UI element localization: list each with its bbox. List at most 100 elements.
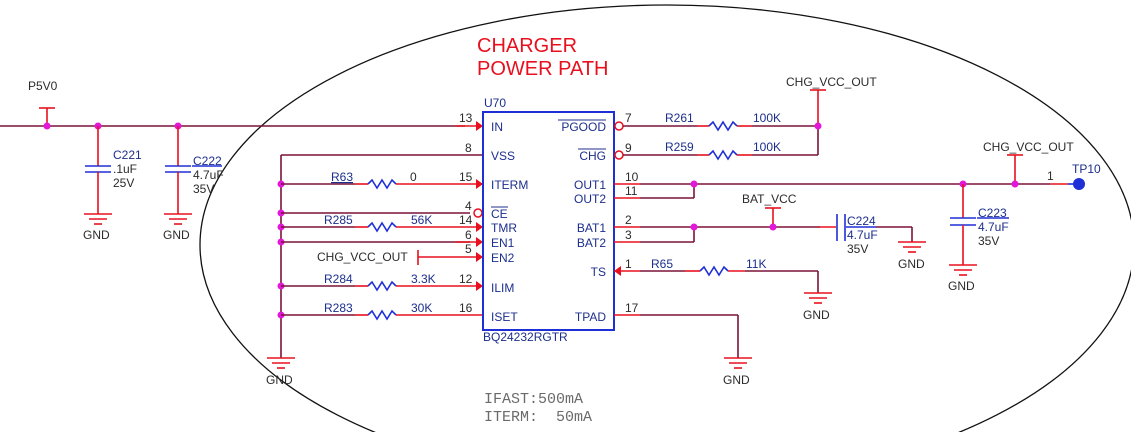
r283-ref: R283 <box>324 301 353 315</box>
pin-name-pgood: PGOOD <box>561 120 606 134</box>
pin-name-iterm: ITERM <box>491 178 528 192</box>
r283-value: 30K <box>411 301 432 315</box>
c224-value: 4.7uF <box>847 228 878 242</box>
c223-voltage: 35V <box>978 234 999 248</box>
pin-number: 3 <box>625 228 632 242</box>
p5v0-rail <box>0 107 483 131</box>
gnd-symbol <box>84 213 112 225</box>
resistor-r63 <box>277 178 483 190</box>
pin-number: 15 <box>459 170 473 184</box>
c224-ref: C224 <box>847 214 876 228</box>
r63-ref: R63 <box>331 170 353 184</box>
c222-voltage: 35V <box>193 182 214 196</box>
r259-ref: R259 <box>665 140 694 154</box>
pin-name-en2: EN2 <box>491 251 515 265</box>
capacitor-c222 <box>164 122 222 225</box>
r285-ref: R285 <box>324 213 353 227</box>
ce-wire <box>277 208 483 218</box>
gnd-label: GND <box>723 373 750 387</box>
pin-number: 12 <box>459 272 473 286</box>
pin-name-bat2: BAT2 <box>577 236 606 250</box>
c221-ref: C221 <box>113 148 142 162</box>
note-ifast: IFAST:500mA <box>484 391 583 408</box>
chg-vcc-out-pullup-net <box>810 89 826 155</box>
r65-value: 11K <box>746 257 766 271</box>
bat-rail <box>614 207 836 243</box>
pin-name-out2: OUT2 <box>574 192 606 206</box>
resistor-r261 <box>614 120 818 132</box>
pin-number: 9 <box>625 141 632 155</box>
pin-number: 11 <box>625 184 638 198</box>
r285-value: 56K <box>411 213 432 227</box>
pin-number: 14 <box>459 213 473 227</box>
pin-number: 1 <box>1047 169 1054 183</box>
net-label-p5v0: P5V0 <box>28 79 58 93</box>
left-gnd-bus <box>267 154 483 369</box>
pin-number: 13 <box>459 111 473 125</box>
pin-number: 4 <box>465 199 472 213</box>
gnd-label: GND <box>266 373 293 387</box>
pin-number: 5 <box>465 242 472 256</box>
pin-number: 2 <box>625 213 632 227</box>
pin-name-iset: ISET <box>491 310 518 324</box>
pin-number: 7 <box>625 111 632 125</box>
r259-value: 100K <box>753 140 781 154</box>
pin-number: 16 <box>459 301 473 315</box>
resistor-r284 <box>277 280 483 292</box>
capacitor-c224 <box>836 214 926 253</box>
pin-name-vss: VSS <box>491 149 515 163</box>
en2-wire <box>417 250 483 265</box>
gnd-symbol <box>724 357 752 369</box>
pin-name-ilim: ILIM <box>491 281 514 295</box>
highlight-ellipse <box>199 4 1131 432</box>
c221-value: .1uF <box>113 162 137 176</box>
chip-u70-body[interactable] <box>482 111 615 331</box>
c222-value: 4.7uF <box>193 168 224 182</box>
resistor-r65 <box>614 265 832 304</box>
resistor-r259 <box>614 149 818 161</box>
capacitor-c223 <box>949 180 1009 276</box>
chip-ref: U70 <box>484 96 506 110</box>
test-point-tp10[interactable] <box>1073 178 1085 190</box>
chip-part-number: BQ24232RGTR <box>483 330 568 344</box>
gnd-label: GND <box>948 279 975 293</box>
pin-name-en1: EN1 <box>491 236 515 250</box>
r63-value: 0 <box>410 170 417 184</box>
gnd-label: GND <box>803 308 830 322</box>
gnd-symbol <box>164 213 192 225</box>
pin-name-chg: CHG <box>579 149 606 163</box>
tpad-wire <box>614 314 752 369</box>
resistor-r283 <box>277 309 483 321</box>
net-label-bat-vcc: BAT_VCC <box>742 192 797 206</box>
c222-ref: C222 <box>193 154 222 168</box>
pin-name-tpad: TPAD <box>575 310 606 324</box>
gnd-label: GND <box>163 228 190 242</box>
gnd-label: GND <box>83 228 110 242</box>
r284-ref: R284 <box>324 272 353 286</box>
c223-value: 4.7uF <box>978 220 1009 234</box>
resistor-r285 <box>277 221 483 233</box>
c221-voltage: 25V <box>113 176 134 190</box>
tp10-ref: TP10 <box>1072 162 1101 176</box>
c223-ref: C223 <box>978 206 1007 220</box>
title-line-1: CHARGER <box>477 35 577 57</box>
net-label-chg-vcc-out-right: CHG_VCC_OUT <box>983 140 1074 154</box>
gnd-symbol <box>949 264 977 276</box>
gnd-symbol <box>267 357 295 369</box>
r65-ref: R65 <box>651 257 673 271</box>
net-label-chg-vcc-out-top: CHG_VCC_OUT <box>786 75 877 89</box>
r284-value: 3.3K <box>411 272 436 286</box>
pin-number: 10 <box>625 170 639 184</box>
pin-name-tmr: TMR <box>491 221 517 235</box>
r261-ref: R261 <box>665 111 694 125</box>
pin-name-out1: OUT1 <box>574 178 606 192</box>
pin-number: 17 <box>625 301 639 315</box>
pin-number: 1 <box>625 257 632 271</box>
capacitor-c221 <box>84 122 112 225</box>
gnd-symbol <box>898 241 926 253</box>
pin-name-ts: TS <box>591 265 606 279</box>
pin-name-ce: CE <box>491 207 508 221</box>
pin-name-bat1: BAT1 <box>577 221 606 235</box>
pin-number: 6 <box>465 228 472 242</box>
